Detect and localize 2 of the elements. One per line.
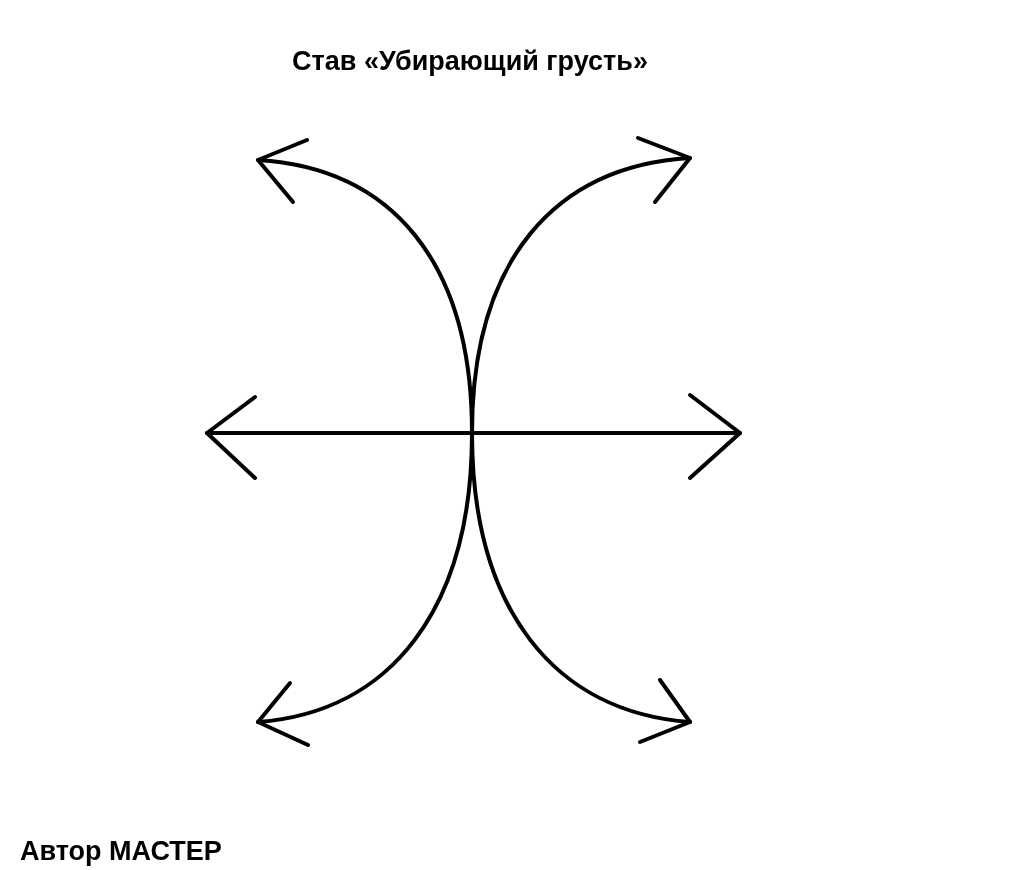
author-label: Автор МАСТЕР [20,836,222,867]
diagram-title: Став «Убирающий грусть» [291,46,649,77]
